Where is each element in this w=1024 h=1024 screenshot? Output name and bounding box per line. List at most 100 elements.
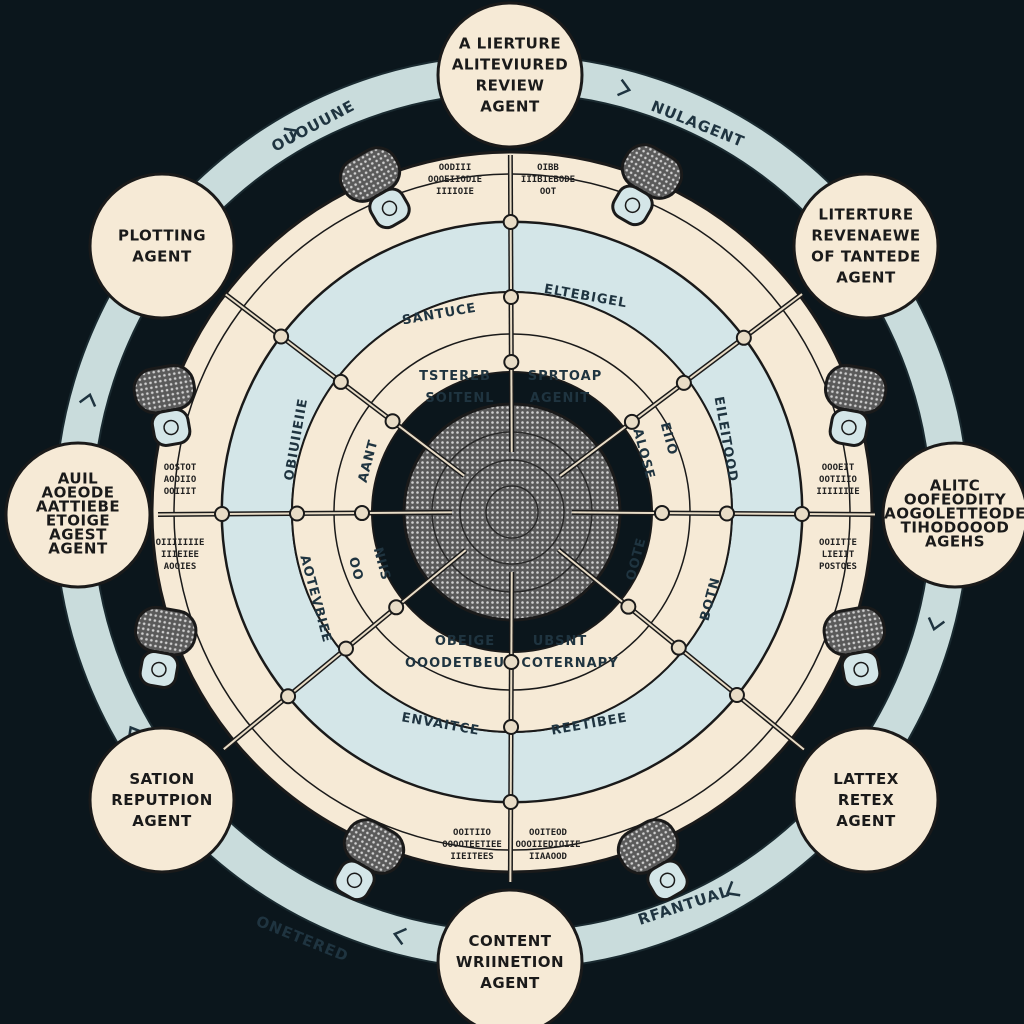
agent-node-top-left: PLOTTING AGENT xyxy=(88,172,236,320)
small-label-line: AOOIIO xyxy=(164,475,197,485)
outer-arrow-mark xyxy=(927,616,946,632)
agent-label-line: REVENAEWE xyxy=(811,227,920,245)
agent-label-line: ALITEVIURED xyxy=(452,56,568,74)
outer-arrow-mark xyxy=(392,927,408,946)
microphone-device xyxy=(132,363,197,447)
small-label-line: OOITEOD xyxy=(529,828,568,838)
agent-circle xyxy=(436,1,584,149)
spoke-joint xyxy=(728,687,745,704)
agent-label-line: REPUTPION xyxy=(111,791,213,809)
inner-label-bl: OBEIGE xyxy=(435,634,495,649)
small-label-line: IIIIOIE xyxy=(436,187,474,197)
small-label-line: OOT xyxy=(540,187,557,197)
microphone-device xyxy=(822,605,887,689)
inner-label-tr: SPRTOAP xyxy=(528,369,602,384)
agent-nodes: A LIERTUREALITEVIUREDREVIEWAGENTLITERTUR… xyxy=(4,1,1024,1024)
small-label-line: OOITIIO xyxy=(453,828,492,838)
agent-label-line: AATTIEBE xyxy=(36,498,120,516)
agent-label-line: AGENT xyxy=(132,812,192,830)
small-label-line: LIEIIT xyxy=(822,550,855,560)
agent-label-line: AOGOLETTEODE xyxy=(884,505,1024,523)
agent-label-line: TIHODOOOD xyxy=(901,519,1010,537)
spoke-joint xyxy=(793,505,810,522)
agent-label-line: AUIL xyxy=(58,470,98,488)
agent-label-line: CONTENT xyxy=(468,932,551,950)
small-label-line: POSTOES xyxy=(819,562,857,572)
small-label-line: OOOEIIODIE xyxy=(428,175,482,185)
small-label-line: AOOIES xyxy=(164,562,197,572)
inner-label-bl2: OOODETBEU xyxy=(405,656,505,671)
microphone-device xyxy=(616,818,689,902)
small-label-line: OOOIIEDIOIIE xyxy=(515,840,580,850)
agent-label-line: WRIINETION xyxy=(456,953,564,971)
outer-arrow-mark xyxy=(616,78,632,97)
inner-label-tr2: AGENIT xyxy=(530,391,590,406)
small-label-line: OOTIIIO xyxy=(819,475,858,485)
small-label-line: IIAAOOD xyxy=(529,852,568,862)
agent-label-line: REVIEW xyxy=(476,77,545,95)
small-label-line: OOOEIT xyxy=(822,463,855,473)
small-label-line: IIIIIIIE xyxy=(816,487,859,497)
small-label-line: OOSTOT xyxy=(164,463,197,473)
inner-label-l3: OO xyxy=(345,556,366,583)
small-label-line: OOOOTEETIEE xyxy=(442,840,502,850)
microphone-device xyxy=(133,605,198,689)
inner-label-tl2: SOITENL xyxy=(425,391,494,406)
spoke-joint xyxy=(675,374,692,391)
agent-label-line: PLOTTING xyxy=(118,227,206,245)
spoke-joint xyxy=(620,598,637,615)
agent-circle xyxy=(792,172,940,320)
devices xyxy=(132,143,888,902)
agent-label-line: AGEHS xyxy=(925,533,985,551)
agent-label-line: ALITC xyxy=(930,477,981,495)
agent-circle xyxy=(88,172,236,320)
spoke-joint xyxy=(214,506,231,523)
small-label-line: OOIIIT xyxy=(164,487,197,497)
spoke-joint xyxy=(503,718,520,735)
small-label-line: OOIITTE xyxy=(819,538,857,548)
agent-label-line: AGENT xyxy=(480,974,540,992)
outer-arrow-mark xyxy=(78,392,97,408)
microphone-device xyxy=(333,818,406,902)
agent-label-line: AGENT xyxy=(132,248,192,266)
spoke-joint xyxy=(354,505,371,522)
spoke-joint xyxy=(623,413,640,430)
spoke-joint xyxy=(502,214,519,231)
inner-label-br: UBSNT xyxy=(533,634,588,649)
spokes xyxy=(157,154,876,883)
agent-label-line: AGENT xyxy=(48,540,108,558)
agent-circle xyxy=(4,441,152,589)
agent-label-line: AGENT xyxy=(480,98,540,116)
spoke-joint xyxy=(718,505,735,522)
small-label-line: IIIBIEBODE xyxy=(521,175,575,185)
agent-circle xyxy=(881,441,1024,589)
agent-circle xyxy=(792,726,940,874)
agent-label-line: AGENT xyxy=(836,269,896,287)
spoke-joint xyxy=(503,653,520,670)
hub-ring-2 xyxy=(459,459,565,565)
agent-label-line: OOFEODITY xyxy=(904,491,1007,509)
agent-node-bottom-left: SATION REPUTPION AGENT xyxy=(88,726,236,874)
spoke-joint xyxy=(337,640,354,657)
spoke-joint xyxy=(289,505,306,522)
spoke-joint xyxy=(280,688,297,705)
spoke-joint xyxy=(384,413,401,430)
small-label-line: IIIEIEE xyxy=(161,550,199,560)
microphone-device xyxy=(338,146,411,230)
agent-node-bottom: CONTENT WRIINETION AGENT xyxy=(436,888,584,1024)
small-label-line: OIBB xyxy=(537,163,559,173)
small-label-blocks: OODIII OOOEIIODIE IIIIOIE OIBB IIIBIEBODE OOT… xyxy=(156,163,860,862)
agent-label-line: RETEX xyxy=(838,791,894,809)
spoke-joint xyxy=(502,793,519,810)
spoke-joint xyxy=(670,639,687,656)
agent-label-line: SATION xyxy=(129,770,194,788)
agent-label-line: AOEODE xyxy=(41,484,114,502)
agent-label-line: AGENT xyxy=(836,812,896,830)
small-label-line: OODIII xyxy=(439,163,472,173)
